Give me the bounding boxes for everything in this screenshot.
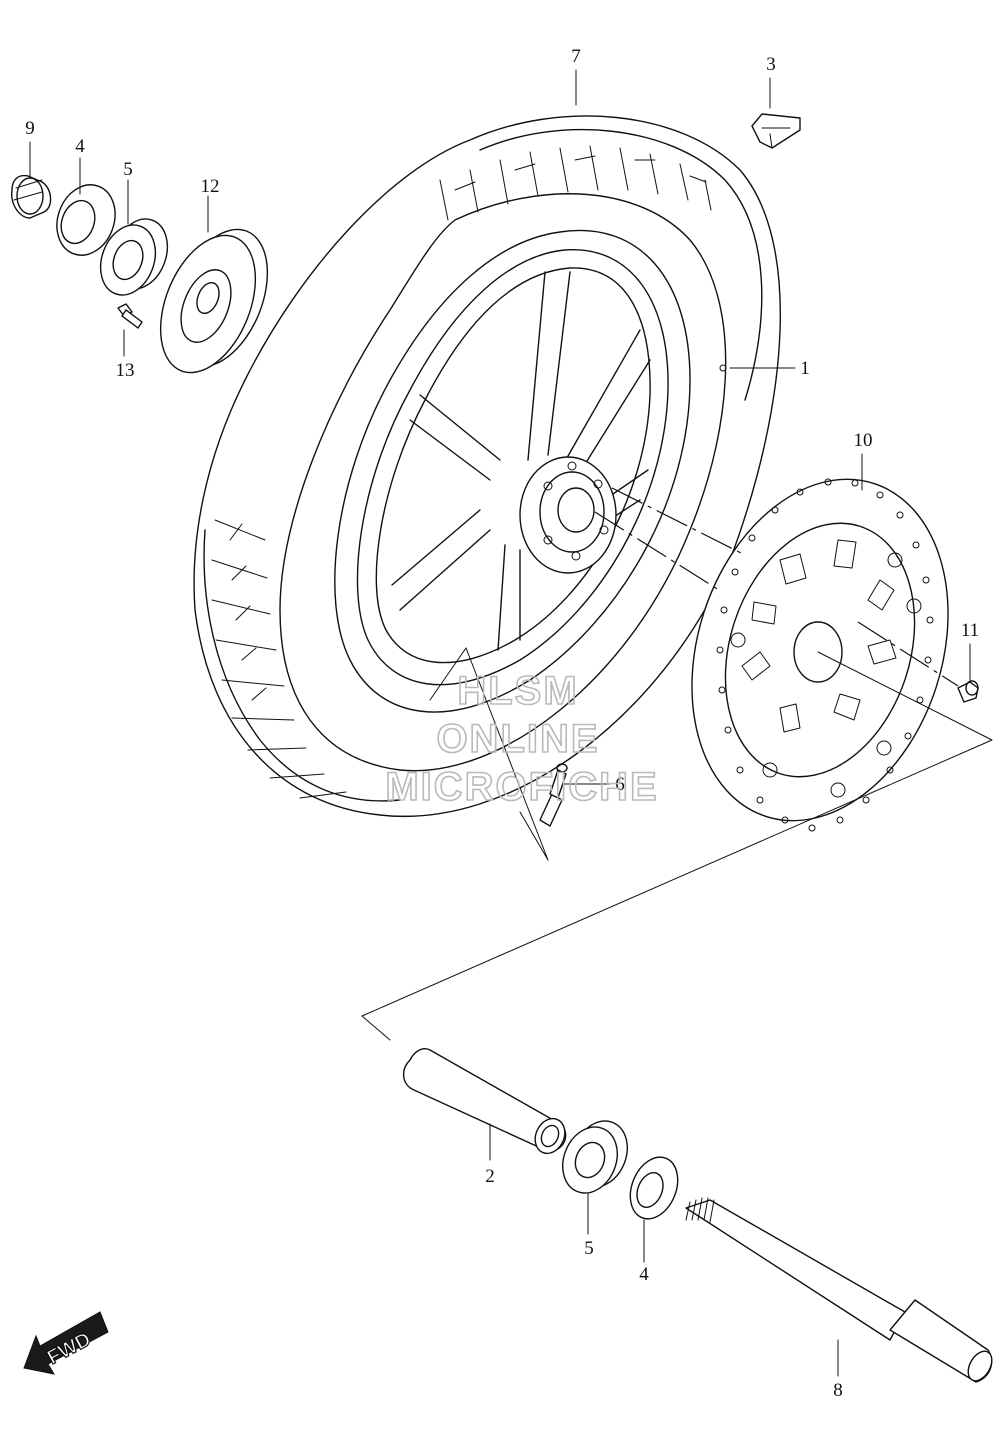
watermark-line-2: ONLINE — [436, 717, 599, 761]
balancer-weight[interactable] — [751, 113, 801, 149]
watermark: HLSM ONLINE MICROFICHE — [385, 668, 658, 810]
label-part-13: 13 — [116, 360, 135, 381]
bearing-upper[interactable] — [91, 211, 176, 302]
brake-disc[interactable] — [650, 446, 990, 854]
label-part-11: 11 — [961, 620, 979, 641]
disc-bolt[interactable] — [957, 680, 979, 703]
label-part-9: 9 — [25, 118, 35, 139]
watermark-line-1: HLSM — [457, 669, 578, 713]
oil-seal-lower[interactable] — [622, 1150, 687, 1226]
bolt-13[interactable] — [117, 303, 143, 329]
part-labels: 7 3 9 4 5 12 13 1 10 11 6 2 5 4 8 — [25, 46, 979, 1401]
air-valve[interactable] — [539, 763, 568, 827]
label-part-10: 10 — [854, 430, 873, 451]
label-part-8: 8 — [833, 1380, 843, 1401]
wheel-rim[interactable] — [334, 229, 727, 713]
oil-seal-upper[interactable] — [47, 177, 124, 264]
brake-disc-ring[interactable] — [142, 216, 286, 387]
disc-holes — [716, 478, 934, 832]
hub-cap[interactable] — [11, 174, 52, 219]
label-part-1: 1 — [800, 358, 810, 379]
label-part-4-upper: 4 — [75, 136, 85, 157]
fwd-arrow: FWD — [23, 1311, 109, 1375]
front-axle[interactable] — [685, 1197, 997, 1385]
label-part-12: 12 — [201, 176, 220, 197]
label-part-2: 2 — [485, 1166, 495, 1187]
label-part-5-lower: 5 — [584, 1238, 594, 1259]
label-part-6: 6 — [615, 774, 625, 795]
bearing-lower[interactable] — [553, 1113, 637, 1202]
spacer-tube[interactable] — [403, 1048, 571, 1159]
label-part-4-lower: 4 — [639, 1264, 649, 1285]
watermark-line-3: MICROFICHE — [385, 765, 658, 809]
label-part-3: 3 — [766, 54, 776, 75]
label-part-5-upper: 5 — [123, 159, 133, 180]
label-part-7: 7 — [571, 46, 581, 67]
leader-lines — [29, 69, 993, 1377]
fwd-arrow-icon — [23, 1311, 109, 1375]
